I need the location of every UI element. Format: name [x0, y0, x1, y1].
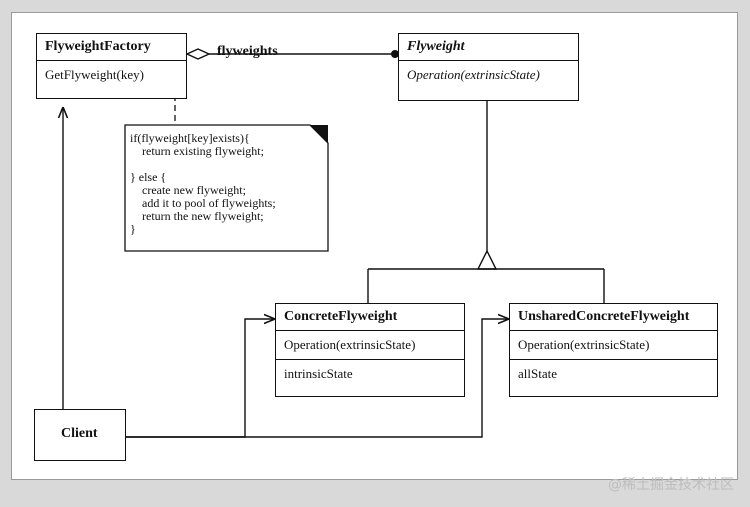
- flyweight-factory-class[interactable]: FlyweightFactory GetFlyweight(key): [36, 33, 187, 99]
- watermark-text: @稀土掘金技术社区: [608, 477, 734, 493]
- class-name: UnsharedConcreteFlyweight: [510, 304, 717, 331]
- note-line: return existing flyweight;: [130, 144, 264, 158]
- note-line: }: [130, 222, 136, 236]
- class-operation: Operation(extrinsicState): [284, 337, 416, 352]
- flyweights-association: [185, 48, 399, 60]
- unshared-concrete-flyweight-class[interactable]: UnsharedConcreteFlyweight Operation(extr…: [509, 303, 718, 397]
- note-line: create new flyweight;: [130, 183, 246, 197]
- client-to-unshared-arrow: [126, 319, 508, 438]
- class-operation: Operation(extrinsicState): [407, 67, 540, 82]
- connector-layer: [12, 48, 605, 438]
- note-shape: [124, 124, 329, 252]
- client-to-concrete-arrow: [126, 319, 274, 438]
- class-name: ConcreteFlyweight: [276, 304, 464, 331]
- diagram-canvas: flyweights FlyweightFactory GetFlyweight…: [11, 12, 738, 480]
- client-class[interactable]: Client: [34, 409, 126, 461]
- class-operation: GetFlyweight(key): [45, 67, 144, 82]
- factory-note: if(flyweight[key]exists){ return existin…: [125, 125, 328, 252]
- concrete-flyweight-class[interactable]: ConcreteFlyweight Operation(extrinsicSta…: [275, 303, 465, 397]
- multiplicity-dot: [391, 50, 399, 58]
- inheritance-connector: [367, 101, 605, 303]
- class-name: FlyweightFactory: [37, 34, 186, 61]
- note-line: return the new flyweight;: [130, 209, 264, 223]
- aggregation-diamond: [185, 48, 211, 60]
- note-line: add it to pool of flyweights;: [130, 196, 276, 210]
- class-name: Client: [61, 426, 98, 441]
- note-line: } else {: [130, 170, 167, 184]
- inheritance-triangle: [476, 249, 498, 270]
- association-label: flyweights: [217, 44, 278, 59]
- flyweight-class[interactable]: Flyweight Operation(extrinsicState): [398, 33, 579, 101]
- class-operation: Operation(extrinsicState): [518, 337, 650, 352]
- class-name: Flyweight: [399, 34, 578, 61]
- class-attribute: allState: [510, 359, 717, 388]
- note-line: if(flyweight[key]exists){: [130, 131, 250, 145]
- class-attribute: intrinsicState: [276, 359, 464, 388]
